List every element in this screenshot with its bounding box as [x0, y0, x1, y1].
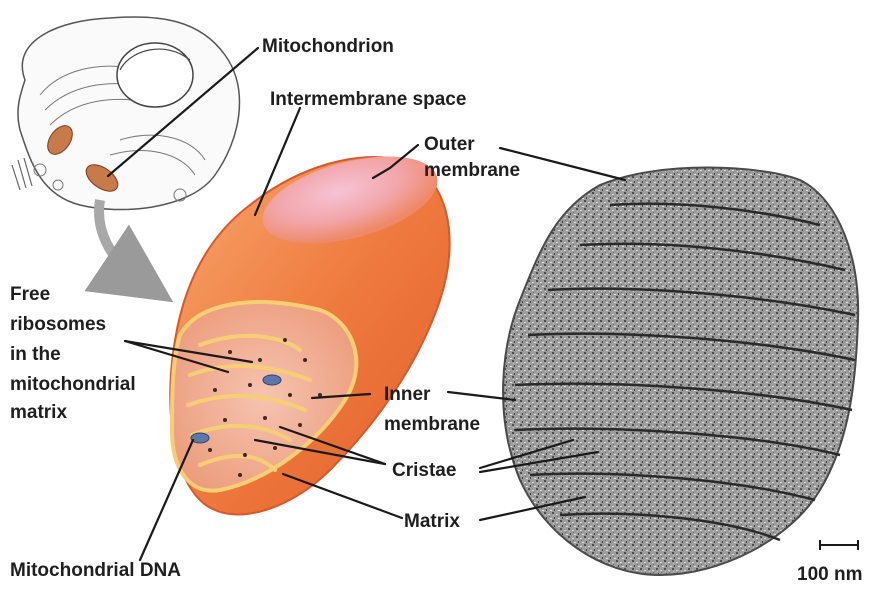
dna-blob-1: [263, 375, 281, 385]
label-matrix: Matrix: [404, 511, 460, 532]
label-mitochondrial-dna: Mitochondrial DNA: [10, 560, 181, 581]
label-free-ribosomes-line5: matrix: [10, 402, 67, 423]
label-inner-membrane-line1: Inner: [384, 384, 431, 405]
label-inner-membrane-line2: membrane: [384, 414, 480, 435]
label-mitochondrion: Mitochondrion: [262, 36, 394, 57]
cell-sketch: [12, 17, 239, 210]
dna-blob-2: [191, 433, 209, 443]
label-free-ribosomes-line4: mitochondrial: [10, 374, 136, 395]
label-outer-membrane-line2: membrane: [424, 160, 520, 181]
mitochondrion-model: [170, 140, 449, 514]
zoom-arrow: [99, 200, 140, 280]
label-free-ribosomes-line1: Free: [10, 284, 50, 305]
label-scale-bar: 100 nm: [797, 564, 862, 585]
label-intermembrane-space: Intermembrane space: [270, 89, 466, 110]
label-cristae: Cristae: [392, 460, 456, 481]
label-outer-membrane-line1: Outer: [424, 134, 475, 155]
scale-bar: [820, 540, 858, 550]
electron-micrograph: [503, 168, 858, 576]
label-free-ribosomes-line3: in the: [10, 344, 61, 365]
label-free-ribosomes-line2: ribosomes: [10, 314, 106, 335]
